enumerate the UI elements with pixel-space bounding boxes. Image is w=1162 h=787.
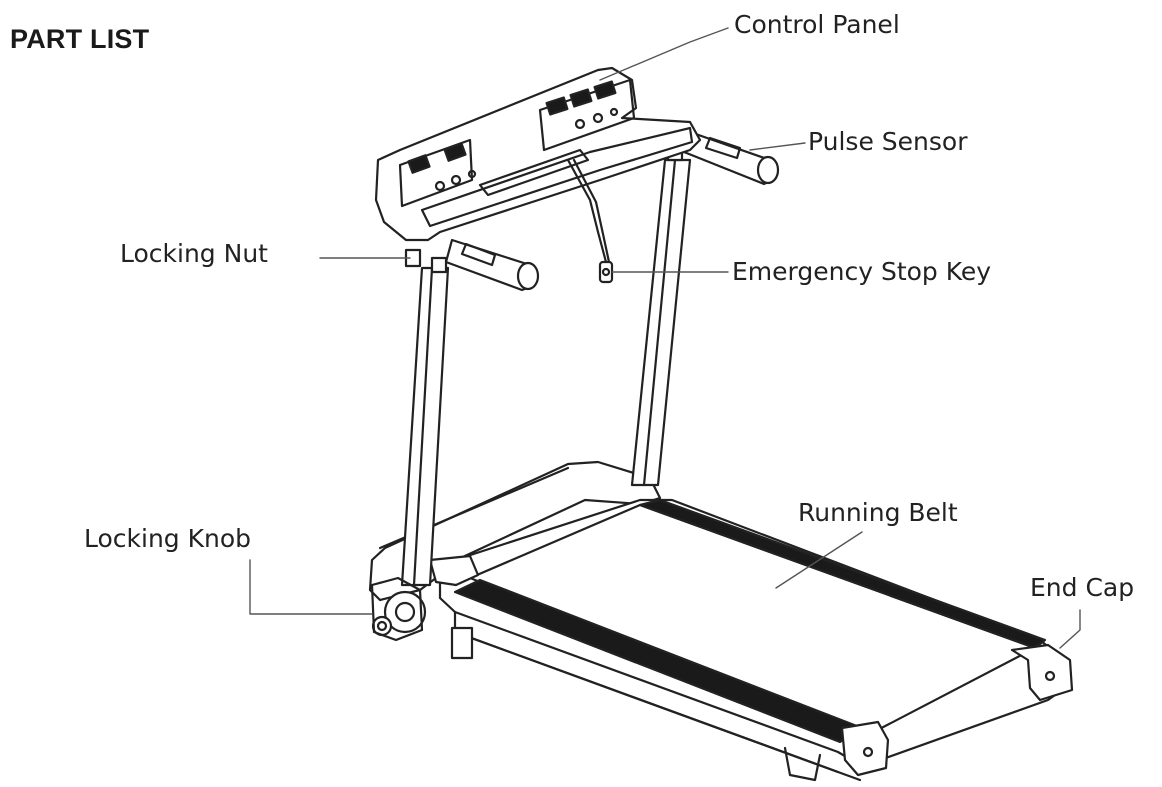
- end-cap-shape: [1010, 643, 1074, 702]
- label-pulse-sensor: Pulse Sensor: [808, 127, 968, 156]
- locking-nut-shape: [404, 248, 448, 274]
- leader-end-cap: [1059, 609, 1081, 649]
- leader-control-panel: [599, 27, 729, 81]
- locking-knob-shape: [370, 576, 427, 642]
- leader-running-belt: [775, 531, 863, 589]
- page-title: PART LIST: [10, 24, 150, 54]
- leader-locking-knob: [249, 559, 373, 615]
- handlebars: [404, 130, 780, 292]
- label-emergency-stop-key: Emergency Stop Key: [732, 257, 992, 286]
- treadmill-base: [368, 460, 1074, 782]
- label-end-cap: End Cap: [1030, 573, 1135, 602]
- label-locking-knob: Locking Knob: [84, 524, 252, 553]
- label-running-belt: Running Belt: [798, 498, 958, 527]
- leader-lines: [249, 27, 1081, 649]
- label-locking-nut: Locking Nut: [120, 239, 268, 268]
- console: [374, 66, 702, 284]
- uprights: [370, 158, 692, 642]
- leader-pulse-sensor: [749, 142, 806, 151]
- emergency-stop-key-shape: [566, 158, 614, 284]
- label-control-panel: Control Panel: [734, 10, 900, 39]
